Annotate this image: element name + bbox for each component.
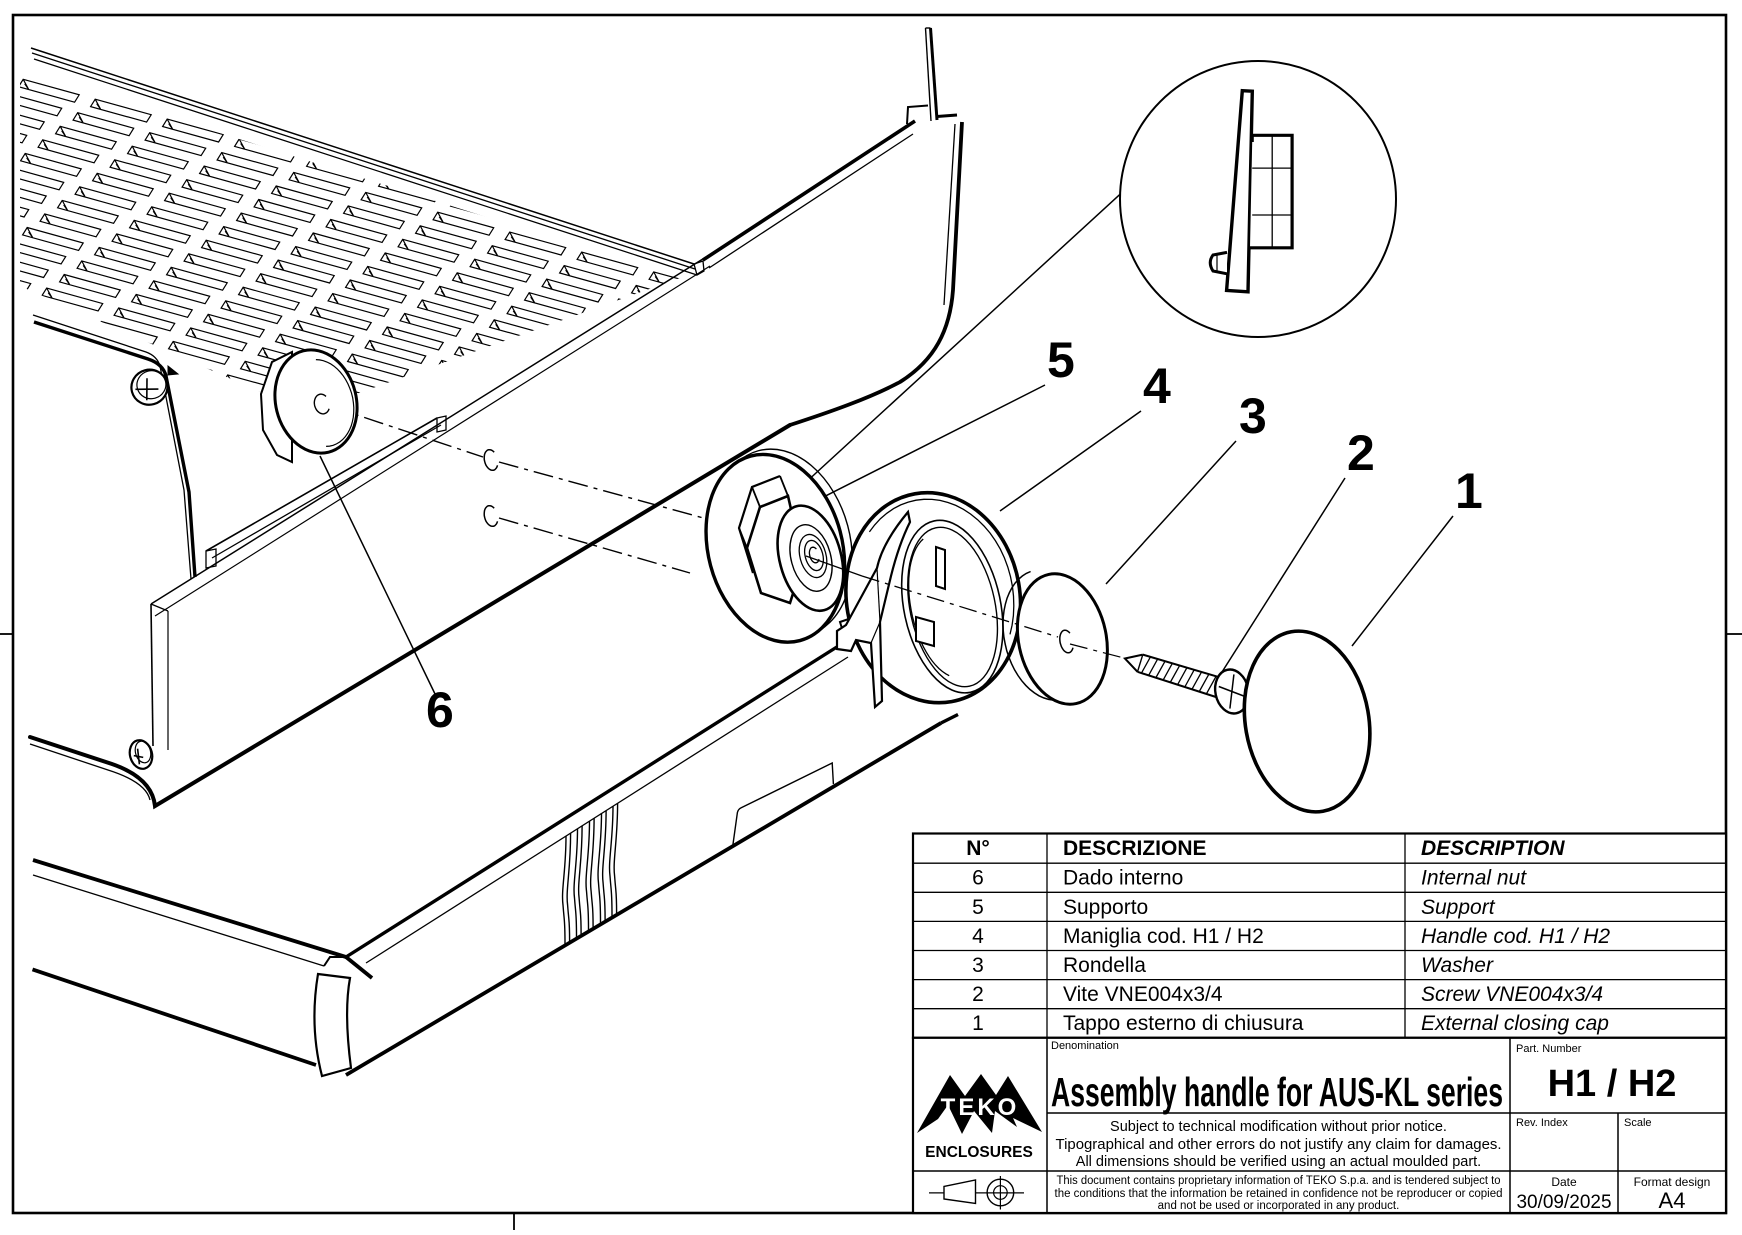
svg-text:5: 5 xyxy=(972,896,984,919)
svg-text:A4: A4 xyxy=(1659,1188,1686,1213)
svg-text:5: 5 xyxy=(1047,332,1075,388)
svg-text:This document contains proprie: This document contains proprietary infor… xyxy=(1057,1175,1501,1187)
svg-text:4: 4 xyxy=(972,925,984,948)
svg-text:H1 / H2: H1 / H2 xyxy=(1548,1063,1677,1105)
svg-text:TEKO: TEKO xyxy=(941,1094,1020,1121)
svg-text:DESCRIZIONE: DESCRIZIONE xyxy=(1063,837,1207,860)
svg-text:Tipographical and other errors: Tipographical and other errors do not ju… xyxy=(1056,1137,1502,1153)
svg-text:Subject to technical modificat: Subject to technical modification withou… xyxy=(1110,1119,1447,1135)
svg-text:2: 2 xyxy=(1347,425,1375,481)
svg-text:N°: N° xyxy=(966,837,990,860)
svg-text:Screw VNE004x3/4: Screw VNE004x3/4 xyxy=(1421,983,1603,1006)
svg-text:and not be used or incorporate: and not be used or incorporated in any p… xyxy=(1158,1200,1400,1212)
svg-text:Format design: Format design xyxy=(1634,1175,1711,1189)
svg-text:All dimensions should be verif: All dimensions should be verified using … xyxy=(1076,1154,1481,1170)
svg-text:Maniglia cod. H1 / H2: Maniglia cod. H1 / H2 xyxy=(1063,925,1264,948)
svg-text:DESCRIPTION: DESCRIPTION xyxy=(1421,837,1565,860)
svg-text:Tappo esterno di chiusura: Tappo esterno di chiusura xyxy=(1063,1012,1304,1035)
svg-text:1: 1 xyxy=(1455,463,1483,519)
svg-text:2: 2 xyxy=(972,983,984,1006)
svg-text:3: 3 xyxy=(972,954,984,977)
svg-text:Assembly handle for AUS-KL ser: Assembly handle for AUS-KL series xyxy=(1051,1069,1503,1115)
svg-text:Supporto: Supporto xyxy=(1063,896,1148,919)
svg-text:Scale: Scale xyxy=(1624,1117,1652,1129)
svg-text:Date: Date xyxy=(1551,1175,1577,1189)
svg-text:Rev. Index: Rev. Index xyxy=(1516,1117,1568,1129)
svg-text:Internal nut: Internal nut xyxy=(1421,867,1527,890)
svg-text:1: 1 xyxy=(972,1012,984,1035)
svg-text:6: 6 xyxy=(426,682,454,738)
svg-text:ENCLOSURES: ENCLOSURES xyxy=(925,1144,1033,1161)
svg-text:30/09/2025: 30/09/2025 xyxy=(1516,1192,1611,1213)
svg-text:Support: Support xyxy=(1421,896,1496,919)
svg-text:External closing cap: External closing cap xyxy=(1421,1012,1609,1035)
svg-text:4: 4 xyxy=(1143,358,1171,414)
svg-text:Dado interno: Dado interno xyxy=(1063,867,1183,890)
svg-text:Washer: Washer xyxy=(1421,954,1494,977)
svg-text:Rondella: Rondella xyxy=(1063,954,1146,977)
svg-text:Part. Number: Part. Number xyxy=(1516,1043,1582,1055)
svg-text:the conditions that the inform: the conditions that the information be r… xyxy=(1055,1188,1503,1200)
svg-text:Denomination: Denomination xyxy=(1051,1040,1119,1052)
svg-text:Vite VNE004x3/4: Vite VNE004x3/4 xyxy=(1063,983,1223,1006)
svg-text:6: 6 xyxy=(972,867,984,890)
svg-text:Handle cod. H1 / H2: Handle cod. H1 / H2 xyxy=(1421,925,1610,948)
svg-text:3: 3 xyxy=(1239,388,1267,444)
